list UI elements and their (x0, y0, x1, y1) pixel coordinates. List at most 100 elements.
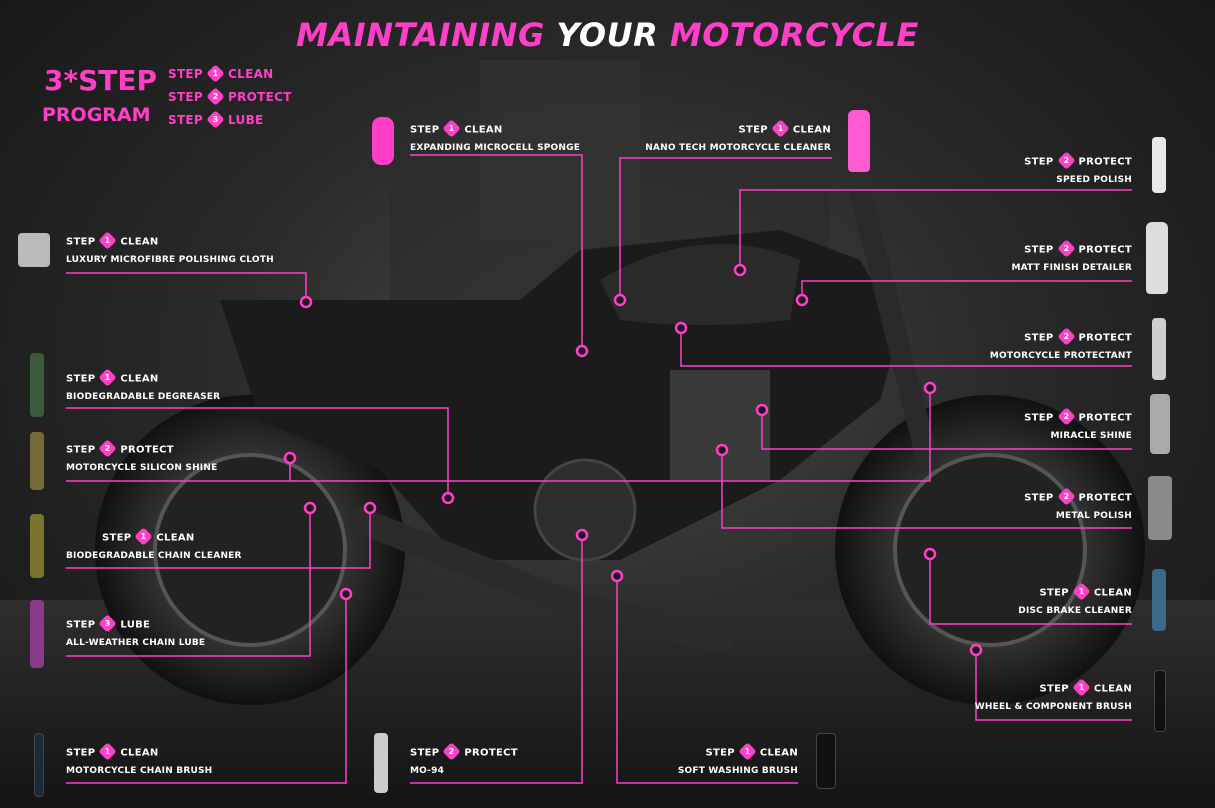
product-name: MATT FINISH DETAILER (1011, 263, 1132, 273)
product-name: MO-94 (410, 766, 445, 776)
leader-line-sponge (410, 154, 583, 351)
hotspot-chain-lube[interactable] (303, 501, 317, 515)
hotspot-cloth[interactable] (299, 295, 313, 309)
program-heading-3step: 3*STEP (44, 64, 158, 97)
title-part-your: YOUR (556, 16, 659, 54)
hotspot-speed-polish[interactable] (733, 263, 747, 277)
hotspot-metal-polish[interactable] (715, 443, 729, 457)
hotspot-sponge[interactable] (575, 344, 589, 358)
tin-icon (1150, 394, 1170, 454)
product-name: BIODEGRADABLE DEGREASER (66, 392, 221, 402)
product-name: SOFT WASHING BRUSH (677, 766, 798, 776)
leader-line-chain-cleaner (66, 508, 371, 569)
aerosol-can-icon (30, 432, 44, 490)
hotspot-disc-brake[interactable] (923, 547, 937, 561)
brush-icon (816, 733, 836, 789)
leader-line-mo94 (410, 535, 583, 784)
leader-line-cloth (66, 272, 307, 302)
fuel-tank (600, 244, 800, 325)
title-part-maintaining: MAINTAINING (296, 16, 545, 54)
hotspot-matt-finish[interactable] (795, 293, 809, 307)
program-heading-program: PROGRAM (42, 104, 151, 126)
aerosol-can-icon (30, 600, 44, 668)
product-name: NANO TECH MOTORCYCLE CLEANER (645, 143, 831, 153)
engine-block (670, 370, 770, 480)
leader-line-speed-polish (739, 189, 1132, 270)
product-name: MOTORCYCLE SILICON SHINE (66, 463, 218, 473)
hotspot-mo94[interactable] (575, 528, 589, 542)
exhaust (347, 507, 733, 653)
hotspot-chain-brush[interactable] (339, 587, 353, 601)
hotspot-degreaser[interactable] (441, 491, 455, 505)
front-fork (849, 187, 941, 473)
spray-bottle-icon (848, 110, 870, 172)
product-name: MIRACLE SHINE (1050, 431, 1132, 441)
product-name: METAL POLISH (1055, 511, 1132, 521)
product-name: MOTORCYCLE CHAIN BRUSH (66, 766, 213, 776)
title-part-motorcycle: MOTORCYCLE (669, 16, 919, 54)
engine-cover (533, 458, 637, 562)
leader-line-chain-lube (66, 508, 311, 657)
leader-line-chain-brush (66, 594, 347, 784)
cloth-icon (18, 233, 50, 267)
aerosol-can-icon (1152, 137, 1166, 193)
product-name: ALL-WEATHER CHAIN LUBE (66, 638, 206, 648)
sponge-icon (372, 117, 394, 165)
hotspot-motorcycle-protectant-fork[interactable] (923, 381, 937, 395)
product-name: LUXURY MICROFIBRE POLISHING CLOTH (66, 255, 274, 265)
aerosol-can-icon (1152, 569, 1166, 631)
aerosol-can-icon (374, 733, 388, 793)
page-title: MAINTAINING YOUR MOTORCYCLE (0, 16, 1215, 54)
hotspot-silicon-shine[interactable] (283, 451, 297, 465)
leader-line-metal-polish (721, 450, 1132, 529)
aerosol-can-icon (30, 353, 44, 417)
hotspot-wheel-brush[interactable] (969, 643, 983, 657)
brush-icon (1154, 670, 1166, 732)
product-name: EXPANDING MICROCELL SPONGE (410, 143, 581, 153)
product-name: BIODEGRADABLE CHAIN CLEANER (66, 551, 242, 561)
leader-line-wheel-brush (975, 650, 1132, 721)
hotspot-protectant[interactable] (674, 321, 688, 335)
product-name: MOTORCYCLE PROTECTANT (989, 351, 1132, 361)
product-name: SPEED POLISH (1056, 175, 1132, 185)
leader-line-silicon-shine (66, 388, 931, 482)
spray-bottle-icon (1146, 222, 1168, 294)
hotspot-washing-brush[interactable] (610, 569, 624, 583)
wall-sign (480, 60, 640, 240)
brush-icon (34, 733, 44, 797)
leader-line-degreaser (66, 407, 449, 498)
product-name: DISC BRAKE CLEANER (1018, 606, 1132, 616)
aerosol-can-icon (1152, 318, 1166, 380)
leader-line-protectant (680, 328, 1132, 367)
leader-line-nano-tech (619, 157, 832, 300)
leader-line-miracle-shine (761, 410, 1132, 450)
leader-line-disc-brake (929, 554, 1132, 625)
hotspot-chain-cleaner[interactable] (363, 501, 377, 515)
leader-line-matt-finish (801, 280, 1132, 300)
leader-line-washing-brush (616, 576, 798, 784)
hotspot-miracle-shine[interactable] (755, 403, 769, 417)
hotspot-nano-tech[interactable] (613, 293, 627, 307)
